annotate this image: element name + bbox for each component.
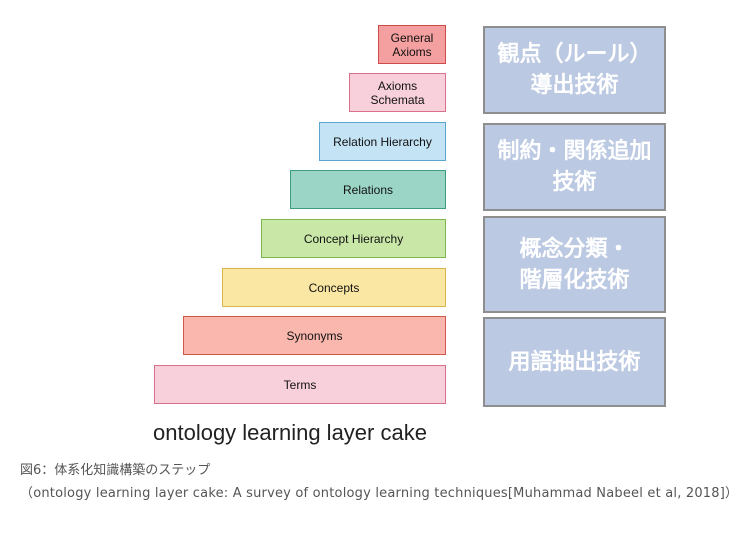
figure-caption: 図6：体系化知識構築のステップ: [20, 463, 211, 478]
layer-relation-hierarchy: Relation Hierarchy: [319, 122, 446, 161]
diagram-title: ontology learning layer cake: [153, 420, 427, 445]
layer-axioms-schemata: Axioms Schemata: [349, 73, 446, 112]
layer-relations: Relations: [290, 170, 446, 209]
figure-source-citation: （ontology learning layer cake: A survey …: [20, 486, 739, 501]
layer-concept-hierarchy: Concept Hierarchy: [261, 219, 446, 258]
layer-synonyms: Synonyms: [183, 316, 446, 355]
category-constraint-relation: 制約・関係追加 技術: [483, 123, 666, 211]
layer-concepts: Concepts: [222, 268, 446, 307]
layer-terms: Terms: [154, 365, 446, 404]
category-rule-derivation: 観点（ルール） 導出技術: [483, 26, 666, 114]
category-term-extraction: 用語抽出技術: [483, 317, 666, 407]
layer-general-axioms: General Axioms: [378, 25, 446, 64]
category-concept-hierarchy: 概念分類・ 階層化技術: [483, 216, 666, 313]
